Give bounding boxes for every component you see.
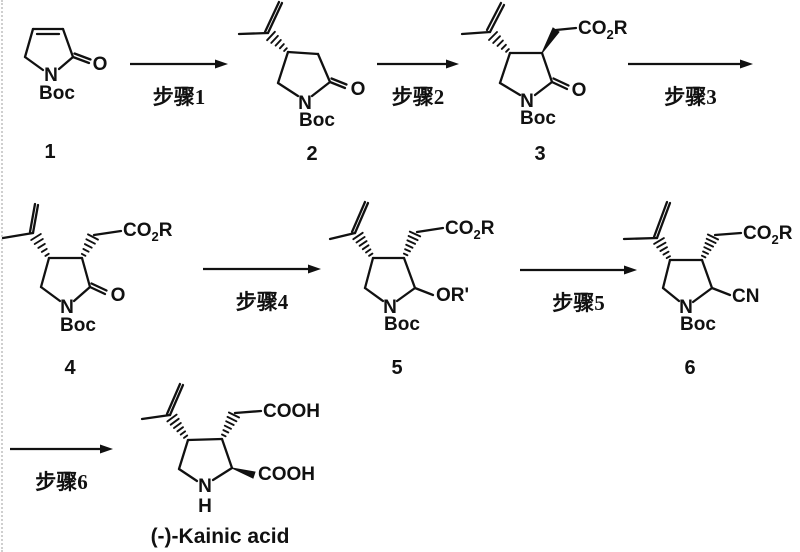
c4-hashed-bond-ester <box>80 233 99 257</box>
step-1-label: 步骤1 <box>152 85 206 109</box>
c2-n-label: N <box>298 93 312 114</box>
step-4-label: 步骤4 <box>235 290 289 314</box>
c4-boc-label: Boc <box>60 315 96 336</box>
scan-edge-artifact <box>1 0 3 552</box>
step-5-label: 步骤5 <box>552 291 605 315</box>
compound-4-structure: CO2R N Boc O <box>1 202 173 336</box>
kainic-hashed-bond-acetic <box>221 411 241 438</box>
c2-hashed-bond-isopropenyl <box>266 30 288 52</box>
step-4-arrow: 步骤4 <box>203 262 321 316</box>
c6-ester-label: CO2R <box>743 223 793 247</box>
c3-o-label: O <box>572 80 587 101</box>
kainic-wedge-bond-cooh <box>231 467 256 479</box>
step-5-arrow: 步骤5 <box>520 263 637 317</box>
c6-boc-label: Boc <box>680 314 716 335</box>
compound-2-number: 2 <box>306 143 318 165</box>
compound-1-skeleton <box>23 27 92 72</box>
arrow-icon <box>203 264 321 274</box>
kainic-hashed-bond-isopropenyl <box>166 413 189 439</box>
compound-5-structure: CO2R OR' N Boc <box>328 200 495 335</box>
compound-3-skeleton <box>460 1 578 97</box>
c3-n-label: N <box>520 91 534 112</box>
kainic-h-label: H <box>198 496 212 517</box>
c5-n-label: N <box>383 297 397 318</box>
c3-ester-label: CO2R <box>578 18 628 42</box>
step-3-label: 步骤3 <box>664 85 717 109</box>
compound-6-number: 6 <box>684 357 696 379</box>
kainic-acid1-label: COOH <box>263 401 320 422</box>
c4-o-label: O <box>111 285 126 306</box>
c5-or-label: OR' <box>436 285 469 306</box>
compound-1-number: 1 <box>44 141 56 163</box>
c1-boc-label: Boc <box>39 83 75 104</box>
kainic-acid-structure: COOH COOH N H <box>140 382 320 517</box>
compound-6-structure: CO2R CN N Boc <box>622 200 793 335</box>
kainic-n-label: N <box>198 476 212 497</box>
step-3-arrow: 步骤3 <box>628 57 753 111</box>
arrow-icon <box>10 444 113 454</box>
kainic-acid-name: (-)-Kainic acid <box>150 525 290 548</box>
step-6-arrow: 步骤6 <box>10 442 113 496</box>
c4-n-label: N <box>60 297 74 318</box>
c6-cn-label: CN <box>732 286 759 307</box>
c3-boc-label: Boc <box>520 108 556 129</box>
step-2-arrow: 步骤2 <box>377 57 459 111</box>
c2-boc-label: Boc <box>299 110 335 131</box>
c3-wedge-bond-ester <box>541 27 560 54</box>
arrow-icon <box>377 59 459 69</box>
compound-4-skeleton <box>1 202 123 303</box>
kainic-skeleton <box>140 382 263 483</box>
c1-n-label: N <box>44 65 58 86</box>
step-2-label: 步骤2 <box>391 85 445 109</box>
compound-3-structure: CO2R N Boc O <box>460 1 628 129</box>
step-6-label: 步骤6 <box>35 470 88 494</box>
arrow-icon <box>520 265 637 275</box>
c6-n-label: N <box>679 297 693 318</box>
compound-3-number: 3 <box>534 143 546 165</box>
compound-5-number: 5 <box>391 357 403 379</box>
compound-2-skeleton <box>237 0 348 98</box>
step-1-arrow: 步骤1 <box>130 57 228 111</box>
c6-hashed-bond-isopropenyl <box>653 237 671 260</box>
compound-1-structure: N Boc O <box>23 27 108 104</box>
arrow-icon <box>628 59 753 69</box>
compound-2-structure: N Boc O <box>237 0 366 131</box>
compound-4-number: 4 <box>64 357 76 379</box>
kainic-acid2-label: COOH <box>258 464 315 485</box>
c5-boc-label: Boc <box>384 314 420 335</box>
c5-ester-label: CO2R <box>445 218 495 242</box>
c4-ester-label: CO2R <box>123 220 173 244</box>
c5-hashed-bond-ester <box>402 230 422 257</box>
c5-hashed-bond-isopropenyl <box>352 231 374 257</box>
compound-5-skeleton <box>328 200 445 303</box>
arrow-icon <box>130 59 228 69</box>
c1-o-label: O <box>93 54 108 75</box>
c6-hashed-bond-ester <box>700 233 720 259</box>
c4-hashed-bond-isopropenyl <box>30 233 50 257</box>
compound-6-skeleton <box>622 200 743 304</box>
c3-hashed-bond-isopropenyl <box>488 31 510 53</box>
c2-o-label: O <box>351 79 366 100</box>
